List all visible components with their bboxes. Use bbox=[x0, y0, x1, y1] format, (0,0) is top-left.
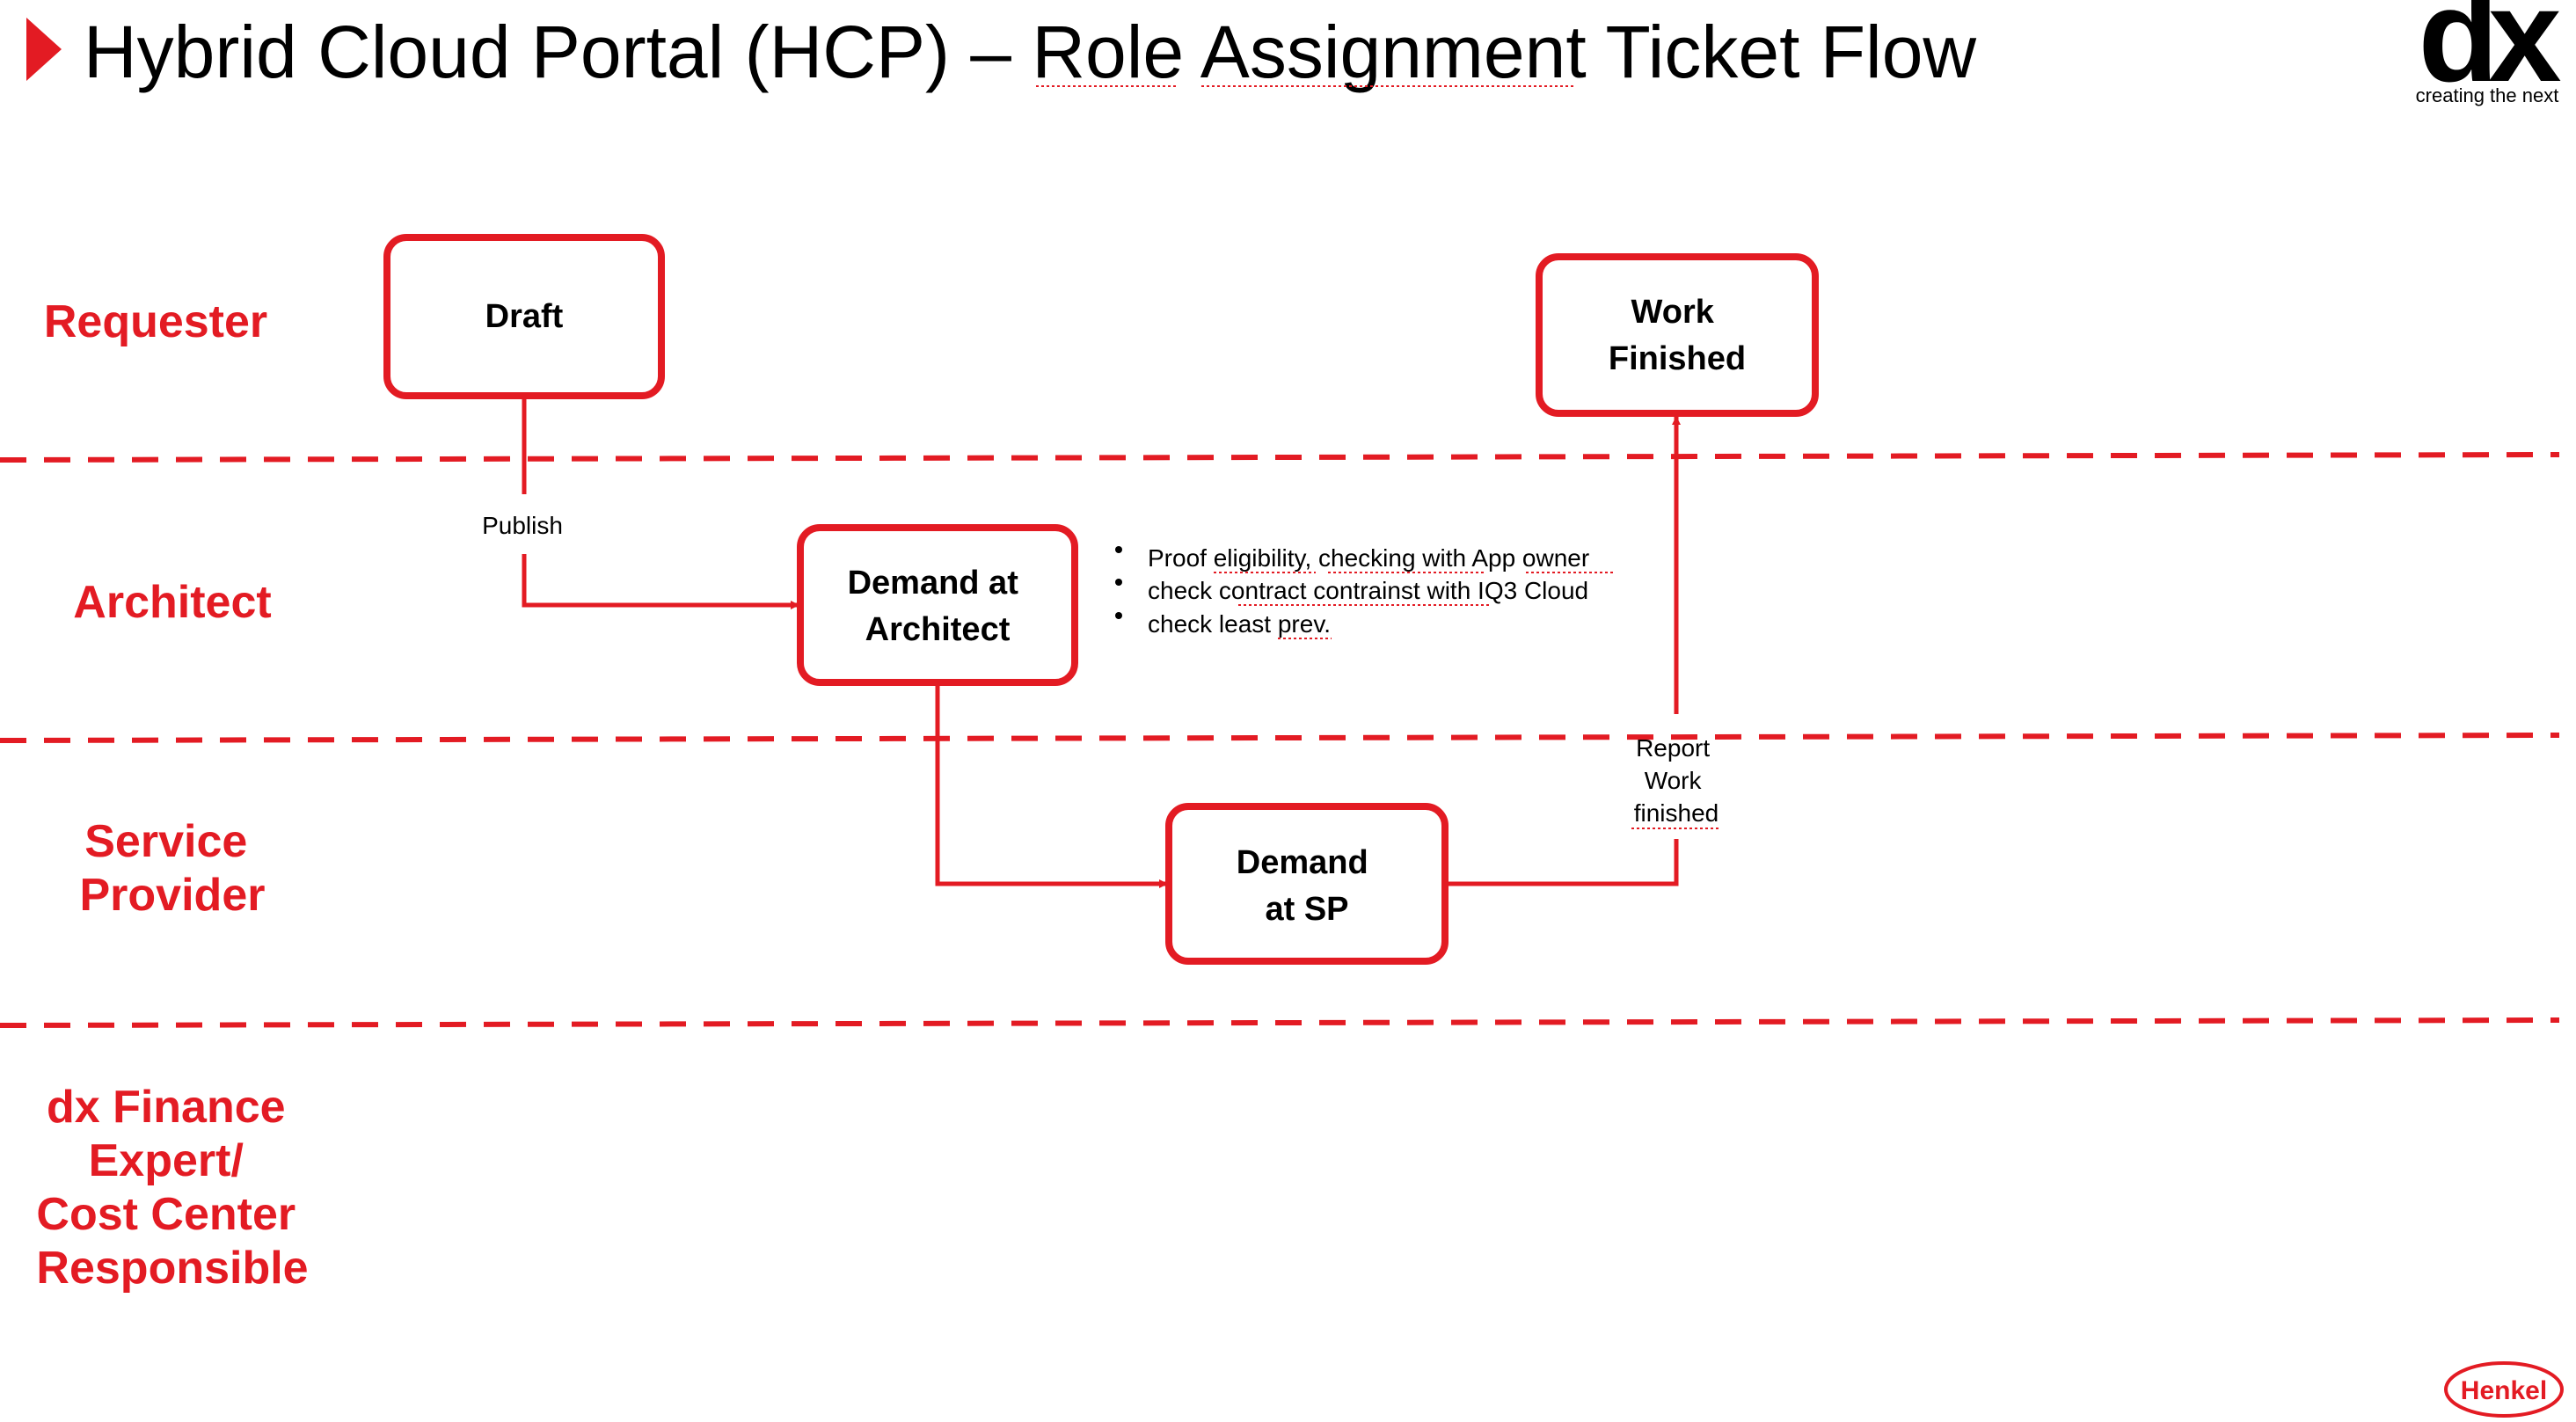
edge-label-line: Publish bbox=[482, 512, 563, 539]
node-demand-at-architect: Demand at Architect bbox=[797, 524, 1078, 686]
node-label-line: at SP bbox=[1265, 891, 1348, 928]
node-label: Work Finished bbox=[1609, 294, 1746, 377]
edge-to-sp bbox=[935, 682, 1168, 888]
note-item: check contract contrainst with IQ3 Cloud bbox=[1148, 577, 1588, 604]
lane-label-line: Expert/ bbox=[89, 1135, 244, 1186]
node-work-finished: Work Finished bbox=[1536, 253, 1819, 417]
page-title: Hybrid Cloud Portal (HCP) – Role Assignm… bbox=[84, 11, 1976, 93]
node-label-line: Architect bbox=[865, 611, 1011, 648]
edge-label-line: finished bbox=[1634, 799, 1719, 827]
lane-divider bbox=[0, 733, 2560, 743]
node-label-line: Finished bbox=[1609, 340, 1746, 377]
note-item: Proof eligibility, checking with App own… bbox=[1148, 544, 1589, 572]
edge-label-line: Work bbox=[1645, 767, 1703, 794]
lane-label-architect: Architect bbox=[73, 577, 271, 628]
lane-label-finance: dx Finance Expert/ Cost Center Responsib… bbox=[36, 1082, 308, 1294]
bullet-icon bbox=[1115, 612, 1122, 619]
bullet-icon bbox=[1115, 579, 1122, 586]
henkel-logo-text: Henkel bbox=[2461, 1376, 2547, 1405]
node-label: Demand at Architect bbox=[848, 565, 1028, 648]
title-part-2: Role Assignment Ticket Flow bbox=[1032, 11, 1976, 93]
node-label-line: Draft bbox=[485, 298, 564, 335]
note-item: check least prev. bbox=[1148, 610, 1331, 638]
edge-label-publish: Publish bbox=[482, 512, 563, 539]
dx-tagline: creating the next bbox=[2416, 84, 2559, 106]
lane-label-line: Service bbox=[84, 816, 247, 867]
title-part-1: Hybrid Cloud Portal (HCP) – bbox=[84, 11, 1032, 93]
edge-label-line: Report bbox=[1636, 734, 1710, 762]
dx-logo: dx bbox=[2418, 0, 2561, 109]
lane-divider bbox=[0, 452, 2560, 463]
lane-label-line: Provider bbox=[80, 870, 266, 921]
node-label-line: Demand bbox=[1237, 844, 1368, 881]
lane-label-line: dx Finance bbox=[47, 1082, 286, 1133]
lane-label-requester: Requester bbox=[44, 296, 267, 347]
henkel-logo: Henkel bbox=[2444, 1361, 2564, 1418]
lane-label-line: Architect bbox=[73, 577, 271, 628]
node-label-line: Work bbox=[1631, 294, 1715, 331]
architect-notes: Proof eligibility, checking with App own… bbox=[1115, 544, 1615, 639]
lane-divider bbox=[0, 1017, 2560, 1028]
node-draft: Draft bbox=[383, 234, 665, 399]
node-label: Draft bbox=[485, 298, 564, 335]
edge-label-report: Report Work finished bbox=[1634, 734, 1719, 827]
bullet-icon bbox=[1115, 546, 1122, 553]
edge-publish bbox=[522, 396, 799, 605]
edge-report-work-finished bbox=[1445, 417, 1676, 886]
lane-label-line: Cost Center bbox=[36, 1189, 296, 1240]
lane-label-service-provider: Service Provider bbox=[80, 816, 266, 921]
node-label-line: Demand at bbox=[848, 565, 1019, 602]
lane-label-line: Responsible bbox=[36, 1243, 308, 1294]
node-demand-at-sp: Demand at SP bbox=[1165, 803, 1449, 965]
lane-label-line: Requester bbox=[44, 296, 267, 347]
title-marker-icon bbox=[26, 18, 62, 81]
node-label: Demand at SP bbox=[1237, 844, 1377, 928]
